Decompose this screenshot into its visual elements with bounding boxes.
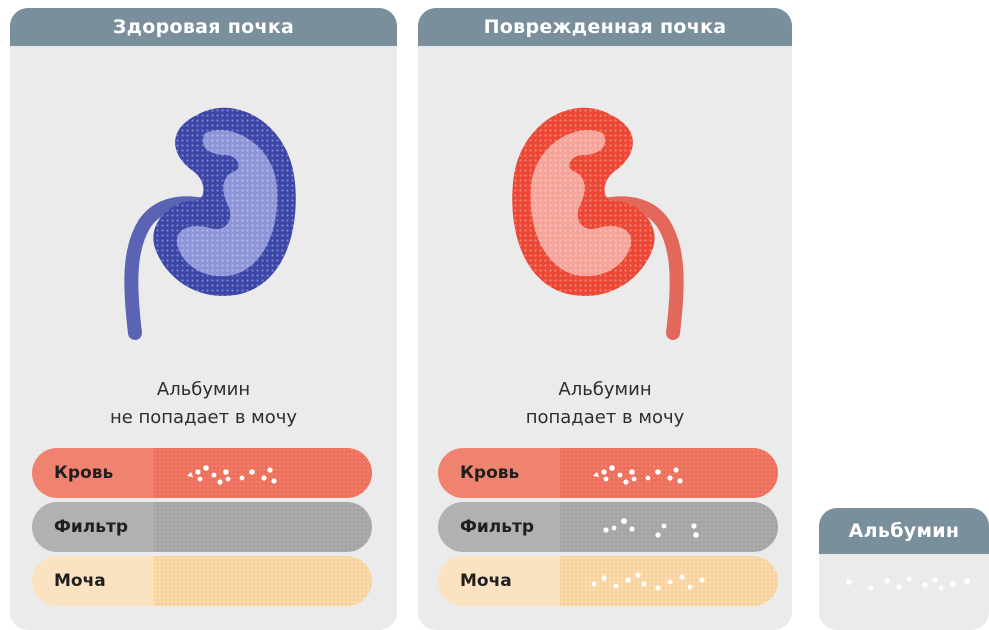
healthy-urine-zone (154, 556, 372, 606)
healthy-blood-albumin-dots (154, 448, 372, 498)
damaged-caption-line1: Альбумин (418, 376, 792, 404)
healthy-filter-label: Фильтр (32, 502, 154, 552)
albumin-legend-title: Альбумин (819, 508, 989, 554)
damaged-kidney-panel: Поврежденная почка Альбумин попадает в м… (418, 8, 792, 630)
damaged-filter-albumin-dots (560, 502, 778, 552)
albumin-legend: Альбумин (819, 508, 989, 630)
healthy-caption: Альбумин не попадает в мочу (10, 376, 397, 432)
healthy-caption-line1: Альбумин (10, 376, 397, 404)
damaged-blood-albumin-dots (560, 448, 778, 498)
damaged-caption-line2: попадает в мочу (418, 404, 792, 432)
albumin-legend-dots (819, 554, 989, 630)
healthy-urine-bar: Моча (32, 556, 372, 606)
healthy-kidney-icon (85, 63, 315, 368)
damaged-urine-albumin-dots (560, 556, 778, 606)
healthy-panel-title: Здоровая почка (10, 8, 397, 46)
damaged-urine-label: Моча (438, 556, 560, 606)
healthy-urine-label: Моча (32, 556, 154, 606)
damaged-caption: Альбумин попадает в мочу (418, 376, 792, 432)
healthy-blood-label: Кровь (32, 448, 154, 498)
damaged-panel-title: Поврежденная почка (418, 8, 792, 46)
damaged-urine-bar: Моча (438, 556, 778, 606)
healthy-caption-line2: не попадает в мочу (10, 404, 397, 432)
healthy-filter-zone (154, 502, 372, 552)
damaged-filter-label: Фильтр (438, 502, 560, 552)
damaged-filter-bar: Фильтр (438, 502, 778, 552)
healthy-filter-bar: Фильтр (32, 502, 372, 552)
damaged-blood-bar: Кровь (438, 448, 778, 498)
healthy-blood-bar: Кровь (32, 448, 372, 498)
damaged-blood-label: Кровь (438, 448, 560, 498)
damaged-kidney-icon (493, 63, 723, 368)
healthy-kidney-panel: Здоровая почка Альбумин не попадает в мо… (10, 8, 397, 630)
